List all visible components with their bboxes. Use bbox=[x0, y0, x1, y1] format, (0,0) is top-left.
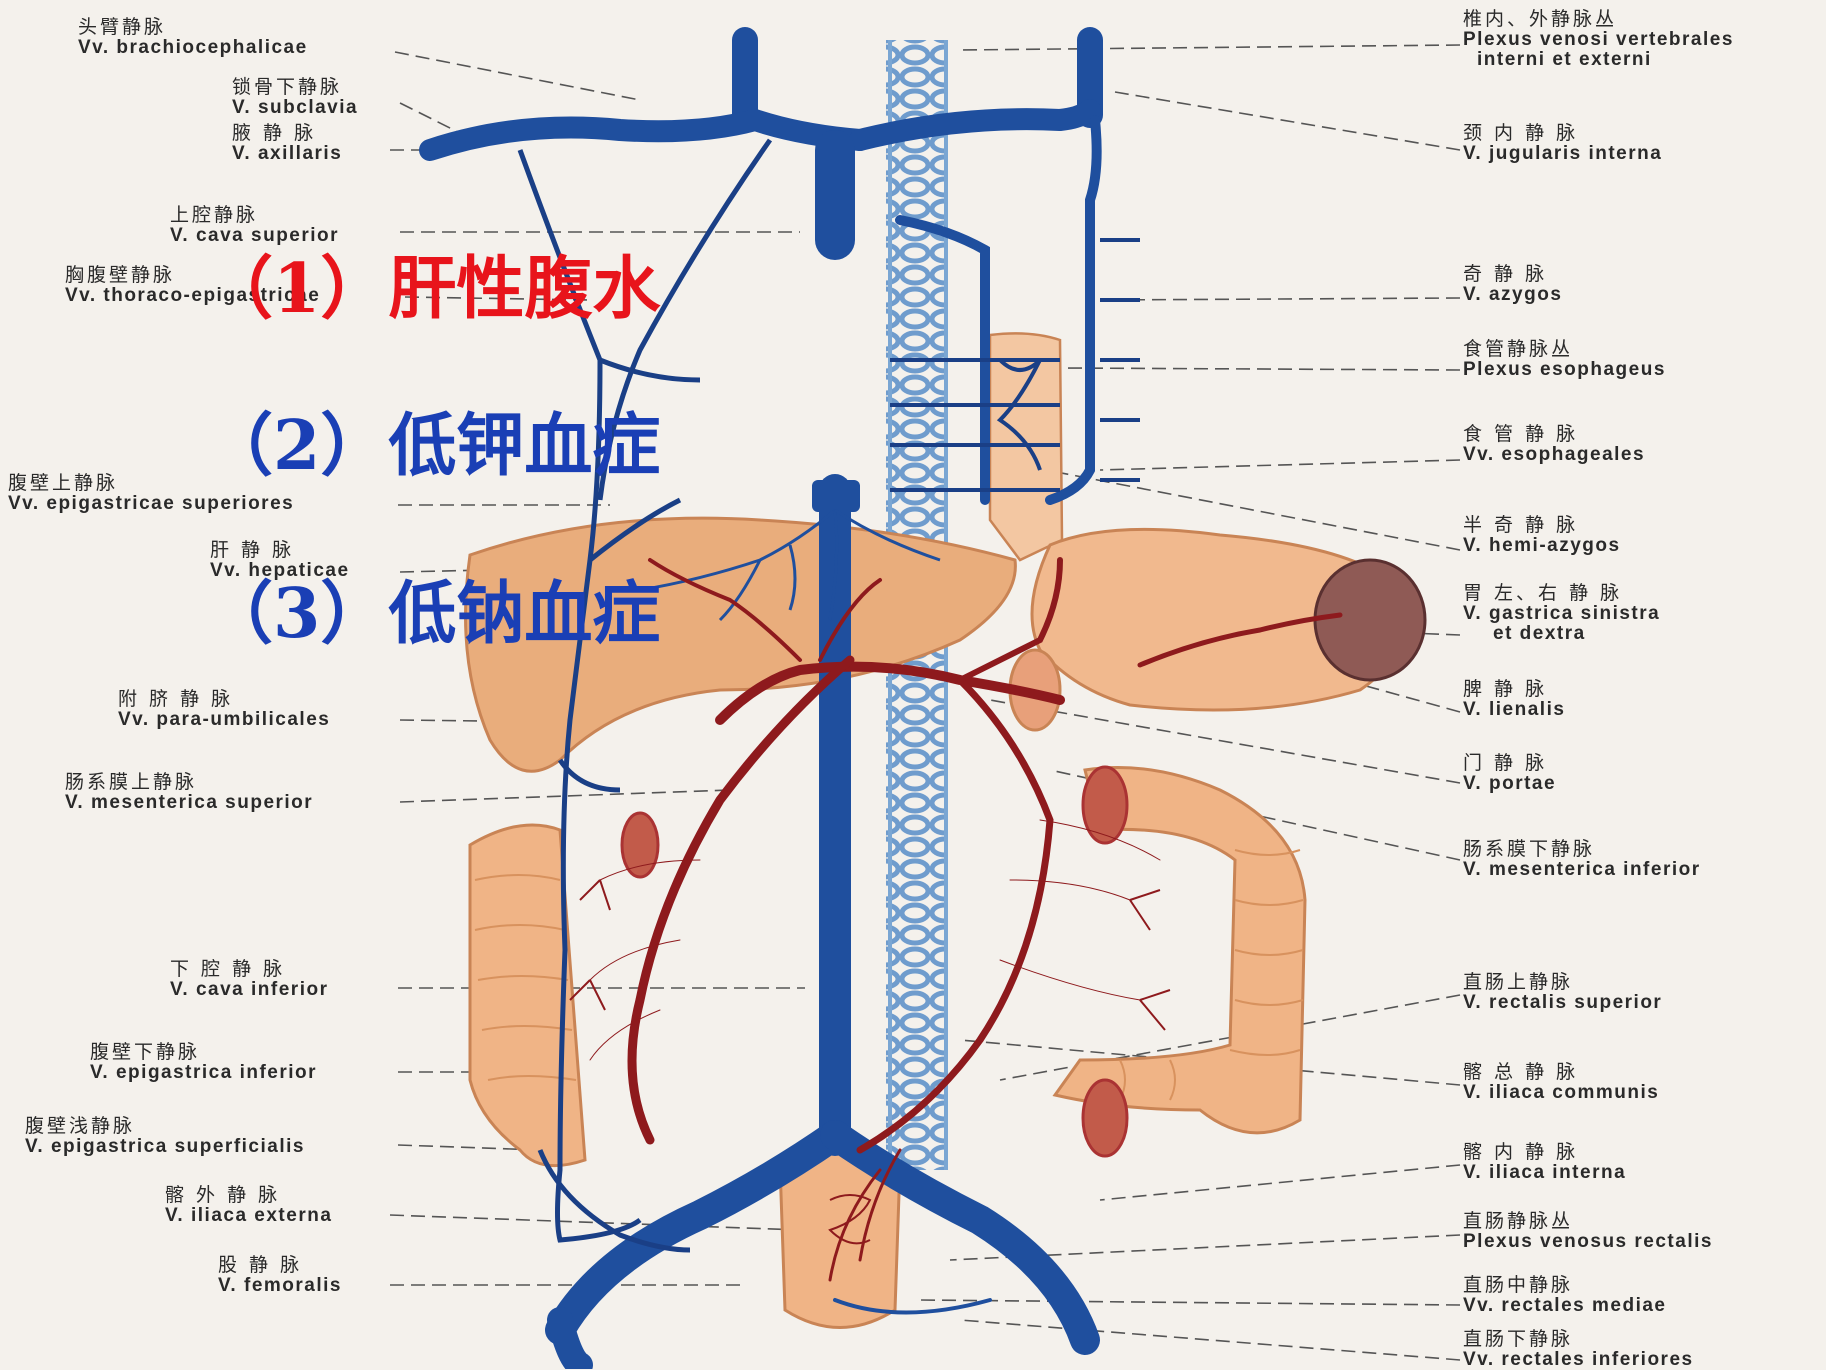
label-internal-iliac-vein: 髂 内 静 脉 V. iliaca interna bbox=[1463, 1143, 1626, 1183]
label-brachiocephalic-veins: 头臂静脉 Vv. brachiocephalicae bbox=[78, 18, 308, 58]
label-superior-rectal-vein: 直肠上静脉 V. rectalis superior bbox=[1463, 973, 1662, 1013]
label-splenic-vein: 脾 静 脉 V. lienalis bbox=[1463, 680, 1565, 720]
label-inferior-mesenteric-vein: 肠系膜下静脉 V. mesenterica inferior bbox=[1463, 840, 1701, 880]
label-hemiazygos-vein: 半 奇 静 脉 V. hemi-azygos bbox=[1463, 516, 1621, 556]
complication-3: （3）低钠血症 bbox=[205, 580, 660, 649]
label-common-iliac-vein: 髂 总 静 脉 V. iliaca communis bbox=[1463, 1063, 1659, 1103]
label-para-umbilical-veins: 附 脐 静 脉 Vv. para-umbilicales bbox=[118, 690, 330, 730]
label-esophageal-plexus: 食管静脉丛 Plexus esophageus bbox=[1463, 340, 1666, 380]
label-femoral-vein: 股 静 脉 V. femoralis bbox=[218, 1256, 342, 1296]
label-azygos-vein: 奇 静 脉 V. azygos bbox=[1463, 265, 1562, 305]
label-gastric-veins: 胃 左、右 静 脉 V. gastrica sinistra et dextra bbox=[1463, 584, 1660, 644]
complication-1: （1）肝性腹水 bbox=[205, 255, 660, 324]
label-subclavian-vein: 锁骨下静脉 V. subclavia bbox=[232, 78, 358, 118]
label-axillary-vein: 腋 静 脉 V. axillaris bbox=[232, 124, 342, 164]
label-middle-rectal-veins: 直肠中静脉 Vv. rectales mediae bbox=[1463, 1276, 1666, 1316]
label-inferior-vena-cava: 下 腔 静 脉 V. cava inferior bbox=[170, 960, 328, 1000]
label-esophageal-veins: 食 管 静 脉 Vv. esophageales bbox=[1463, 425, 1645, 465]
label-superior-vena-cava: 上腔静脉 V. cava superior bbox=[170, 206, 339, 246]
label-rectal-venous-plexus: 直肠静脉丛 Plexus venosus rectalis bbox=[1463, 1212, 1713, 1252]
label-internal-jugular-vein: 颈 内 静 脉 V. jugularis interna bbox=[1463, 124, 1662, 164]
label-vertebral-venous-plexus: 椎内、外静脉丛 Plexus venosi vertebrales intern… bbox=[1463, 10, 1734, 70]
label-superior-mesenteric-vein: 肠系膜上静脉 V. mesenterica superior bbox=[65, 773, 313, 813]
complication-2: （2）低钾血症 bbox=[205, 412, 660, 481]
label-inferior-rectal-veins: 直肠下静脉 Vv. rectales inferiores bbox=[1463, 1330, 1694, 1370]
label-external-iliac-vein: 髂 外 静 脉 V. iliaca externa bbox=[165, 1186, 332, 1226]
label-portal-vein: 门 静 脉 V. portae bbox=[1463, 754, 1556, 794]
label-inferior-epigastric-vein: 腹壁下静脉 V. epigastrica inferior bbox=[90, 1043, 317, 1083]
label-superficial-epigastric-vein: 腹壁浅静脉 V. epigastrica superficialis bbox=[25, 1117, 305, 1157]
